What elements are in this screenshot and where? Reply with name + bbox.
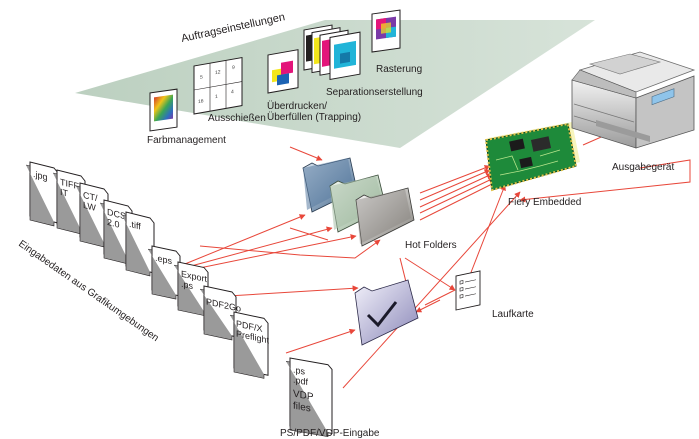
vdp-file-line: .pdf — [293, 375, 308, 388]
input-file-card: TIFF/ IT — [53, 169, 86, 235]
input-file-name: .jpg — [33, 169, 47, 182]
document-icon — [455, 270, 481, 311]
input-file-card: .jpg — [26, 161, 59, 227]
input-file-card: PDF2Go — [200, 285, 241, 341]
imposition-page-number: 5 — [200, 74, 203, 80]
input-file-name: CT/ — [83, 190, 98, 204]
input-file-name: 2.0 — [107, 217, 119, 230]
printer-icon — [571, 51, 696, 149]
fiery-label: Fiery Embedded — [508, 197, 581, 208]
folder-icon — [302, 157, 358, 213]
imposition-label: Ausschießen — [208, 113, 266, 124]
vdp-file-line: .ps — [293, 365, 305, 377]
color-management-label: Farbmanagement — [147, 135, 226, 146]
vdp-caption: PS/PDF/VDP-Eingabe — [280, 428, 380, 439]
color-management-item: Farbmanagement — [147, 88, 226, 146]
imposition-page-number: 16 — [198, 98, 204, 105]
imposition-page-number: 1 — [215, 94, 218, 100]
fiery-embedded: Fiery Embedded — [484, 122, 581, 208]
folder-icon — [355, 187, 415, 247]
input-file-card: CT/ LW — [76, 182, 109, 248]
input-file-card: .tiff — [122, 211, 155, 277]
screening-item: Rasterung — [371, 9, 422, 75]
input-file-card: PDF/X Preflight — [230, 311, 269, 379]
input-file-name: .eps — [155, 253, 172, 267]
input-file-card: Export .ps — [174, 261, 209, 316]
imposition-page-number: 12 — [215, 69, 221, 76]
imposition-item: 5 12 9 16 1 4 Ausschießen — [193, 56, 266, 124]
flow-arrows — [179, 119, 691, 389]
input-file-name: LW — [83, 200, 96, 213]
job-ticket-label: Laufkarte — [492, 309, 534, 320]
imposition-page-number: 4 — [231, 89, 234, 95]
input-file-name: IT — [60, 187, 68, 199]
job-settings-panel: Auftragseinstellungen Farbmanagement 5 1… — [75, 9, 595, 148]
separation-label: Separationserstellung — [326, 87, 423, 98]
vdp-input: .ps .pdf VDP files PS/PDF/VDP-Eingabe — [280, 357, 380, 439]
input-file-name: .ps — [181, 279, 193, 292]
vdp-file-line: VDP — [293, 389, 314, 404]
checkmark-icon — [366, 301, 398, 328]
job-ticket: Laufkarte — [455, 270, 534, 320]
output-device-label: Ausgabegerät — [612, 162, 674, 173]
color-swatch-icon — [154, 94, 173, 122]
separation-item: Separationserstellung — [303, 24, 423, 98]
vdp-file-line: files — [293, 401, 311, 415]
overprint-label-line2: Überfüllen (Trapping) — [267, 111, 361, 123]
imposition-page-number: 9 — [232, 65, 235, 71]
screening-label: Rasterung — [376, 64, 422, 75]
hot-folders-label: Hot Folders — [405, 240, 457, 251]
overprint-trapping-item: Überdrucken/ Überfüllen (Trapping) — [267, 49, 361, 123]
input-file-card: .eps — [148, 245, 181, 300]
input-file-name: .tiff — [129, 219, 141, 232]
approved-folder — [354, 279, 419, 346]
circuit-board-icon — [484, 122, 578, 192]
input-files: .jpg TIFF/ IT CT/ LW DCS 2.0 .tiff — [16, 161, 269, 379]
output-device: Ausgabegerät — [571, 51, 696, 173]
overprint-label-line1: Überdrucken/ — [267, 100, 327, 112]
hot-folders: Hot Folders — [302, 157, 457, 251]
input-file-name: DCS — [107, 207, 126, 222]
